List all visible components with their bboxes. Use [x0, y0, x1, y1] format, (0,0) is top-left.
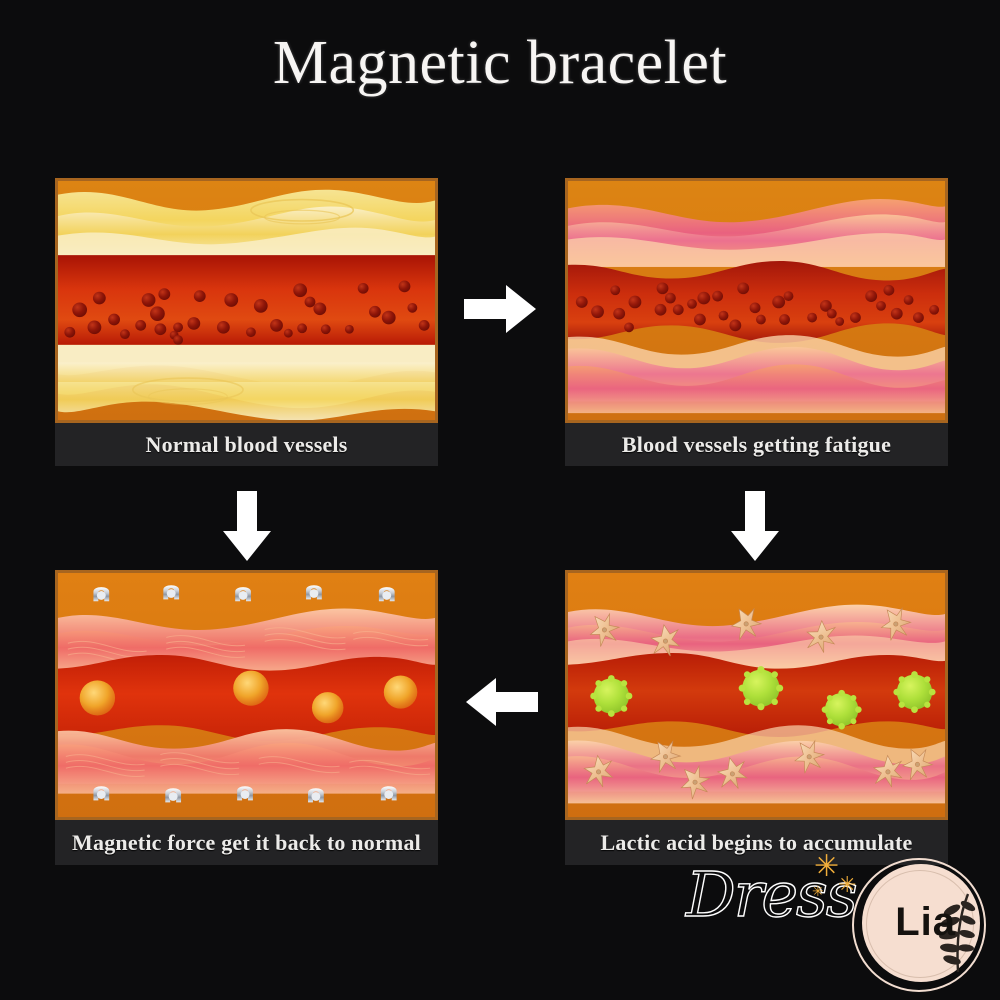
panel-magnetic-force-restore: Magnetic force get it back to normal	[55, 570, 438, 865]
restored-molecules	[79, 670, 418, 724]
watermark-bold-text: Lia	[895, 900, 956, 944]
panel-2-caption: Blood vessels getting fatigue	[565, 423, 948, 466]
arrow-panel4-to-panel3	[464, 674, 540, 730]
normal-blood-vessel-illustration	[58, 181, 435, 420]
blood-cells	[575, 282, 940, 333]
lactic-acid-crystals-bottom	[583, 739, 934, 800]
sparkle-icon-1: ✳	[814, 850, 840, 883]
sparkle-icon-3: ✳	[812, 885, 824, 900]
panel-1-caption: Normal blood vessels	[55, 423, 438, 466]
panel-4-frame	[565, 570, 948, 820]
sparkle-icon-2: ✳	[838, 872, 857, 897]
panel-normal-blood-vessels: Normal blood vessels	[55, 178, 438, 466]
page-title: Magnetic bracelet	[272, 29, 728, 97]
panel-2-frame	[565, 178, 948, 423]
magnet-particles-top	[93, 585, 395, 602]
arrow-panel2-to-panel4	[728, 489, 782, 563]
panel-3-frame	[55, 570, 438, 820]
panel-blood-vessels-fatigue: Blood vessels getting fatigue	[565, 178, 948, 466]
magnetic-force-restoring-illustration	[58, 573, 435, 817]
watermark-dresslia: Dress Lia ✳ ✳ ✳	[685, 850, 986, 992]
watermark-script-text: Dress	[685, 857, 858, 931]
lactic-acid-crystals-top	[589, 607, 912, 657]
watermark-outer-ring	[852, 858, 986, 992]
fatigued-blood-vessel-illustration	[568, 181, 945, 420]
lactic-acid-accumulation-illustration	[568, 573, 945, 817]
magnet-particles-bottom	[93, 786, 397, 803]
arrow-panel1-down	[220, 489, 274, 563]
arrow-panel1-to-panel2	[462, 281, 538, 337]
laurel-sprig-icon	[939, 893, 976, 973]
panel-3-caption: Magnetic force get it back to normal	[55, 820, 438, 865]
blood-cells	[64, 280, 430, 345]
panel-1-frame	[55, 178, 438, 423]
panel-lactic-acid-accumulate: Lactic acid begins to accumulate	[565, 570, 948, 865]
lactic-acid-blobs	[590, 666, 936, 730]
tissue-striations-bottom	[65, 752, 431, 778]
panel-4-caption: Lactic acid begins to accumulate	[565, 820, 948, 865]
